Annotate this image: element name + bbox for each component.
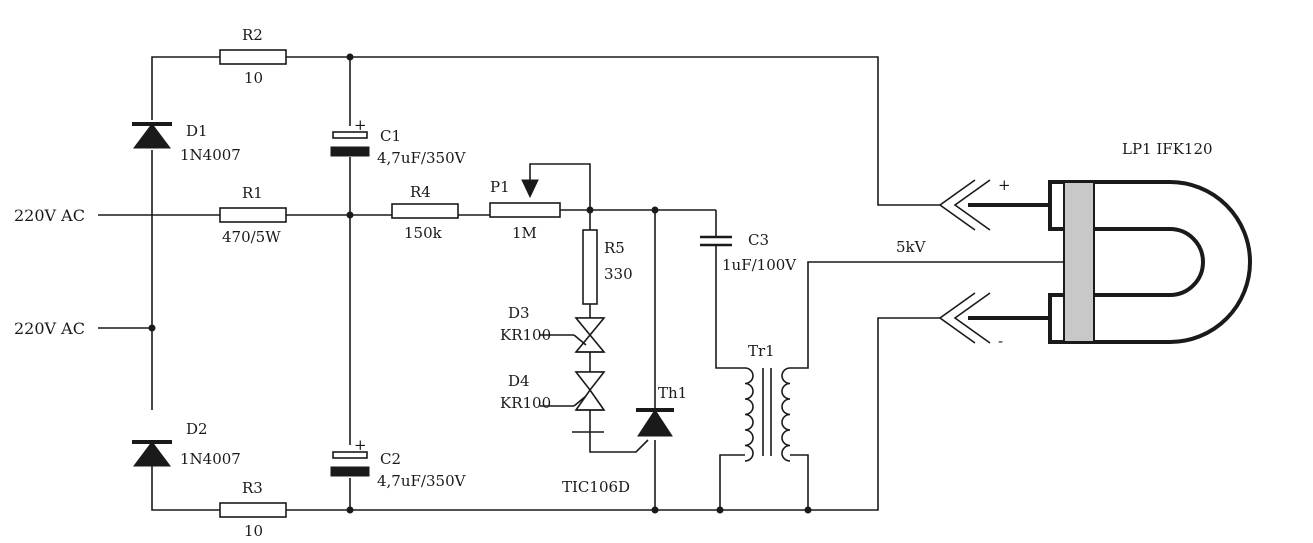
r1-value: 470/5W (222, 228, 281, 246)
transformer-tr1: Tr1 (744, 342, 791, 462)
d1-ref: D1 (186, 122, 208, 140)
capacitor-c1: + C1 4,7uF/350V (330, 116, 467, 167)
th1-ref: Th1 (658, 384, 687, 402)
d2-value: 1N4007 (180, 450, 241, 468)
d4-value: KR100 (500, 394, 551, 412)
lamp-voltage: 5kV (896, 238, 927, 256)
resistor-r3: R3 10 (219, 479, 287, 540)
d2-ref: D2 (186, 420, 208, 438)
tr1-ref: Tr1 (748, 342, 775, 360)
diode-d2: D2 1N4007 (132, 420, 241, 468)
resistor-r2: R2 10 (219, 26, 287, 87)
ac-input-top-label: 220V AC (14, 206, 85, 225)
capacitor-c3: C3 1uF/100V (700, 231, 797, 274)
r3-ref: R3 (242, 479, 263, 497)
lamp-ref: LP1 IFK120 (1122, 140, 1213, 158)
ac-input-bottom-label: 220V AC (14, 319, 85, 338)
r2-ref: R2 (242, 26, 263, 44)
resistor-r5: R5 330 (582, 229, 633, 305)
r4-ref: R4 (410, 183, 431, 201)
p1-value: 1M (512, 224, 537, 242)
diac-d3: D3 KR100 (500, 304, 606, 372)
r5-ref: R5 (604, 239, 625, 257)
r1-ref: R1 (242, 184, 263, 202)
c1-ref: C1 (380, 127, 401, 145)
connector-plus: + (938, 176, 1048, 231)
connector-minus-label: - (998, 332, 1003, 350)
r5-value: 330 (604, 265, 633, 283)
p1-ref: P1 (490, 178, 510, 196)
c1-polarity: + (354, 116, 367, 134)
c2-value: 4,7uF/350V (377, 472, 467, 490)
r4-value: 150k (404, 224, 443, 242)
thyristor-th1: Th1 TIC106D (562, 384, 687, 496)
lamp-electrode-block (1063, 181, 1095, 343)
c1-value: 4,7uF/350V (377, 149, 467, 167)
th1-value: TIC106D (562, 478, 630, 496)
wires (98, 56, 1074, 511)
c3-value: 1uF/100V (722, 256, 797, 274)
d3-ref: D3 (508, 304, 530, 322)
c2-polarity: + (354, 436, 367, 454)
resistor-r1: R1 470/5W (219, 184, 287, 246)
connector-minus: - (938, 292, 1048, 350)
r3-value: 10 (244, 522, 263, 540)
d1-value: 1N4007 (180, 146, 241, 164)
diode-d1: D1 1N4007 (132, 122, 241, 164)
flash-lamp-lp1: LP1 IFK120 5kV (896, 140, 1252, 344)
r2-value: 10 (244, 69, 263, 87)
d3-value: KR100 (500, 326, 551, 344)
resistor-r4: R4 150k (391, 183, 459, 242)
junction-dots (148, 53, 1078, 514)
diac-d4: D4 KR100 (500, 371, 606, 433)
d4-ref: D4 (508, 372, 530, 390)
connector-plus-label: + (998, 176, 1011, 194)
potentiometer-p1: P1 1M (489, 178, 561, 242)
capacitor-c2: + C2 4,7uF/350V (330, 436, 467, 490)
c2-ref: C2 (380, 450, 401, 468)
c3-ref: C3 (748, 231, 769, 249)
